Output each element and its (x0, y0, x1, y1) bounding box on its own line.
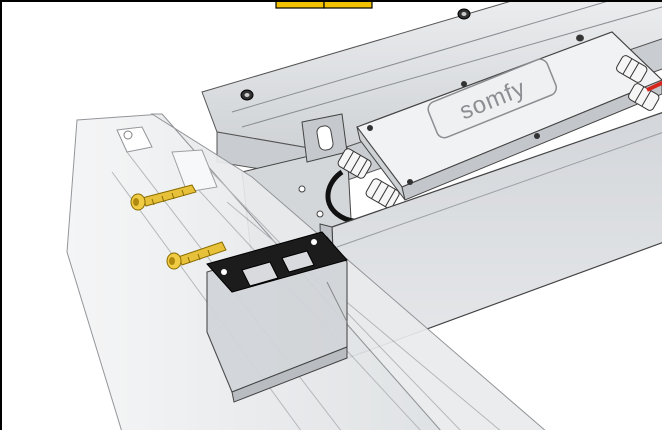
screw-upper (130, 184, 197, 211)
screw-lower (166, 241, 227, 270)
end-cap (206, 231, 348, 403)
top-tab (275, 2, 373, 9)
